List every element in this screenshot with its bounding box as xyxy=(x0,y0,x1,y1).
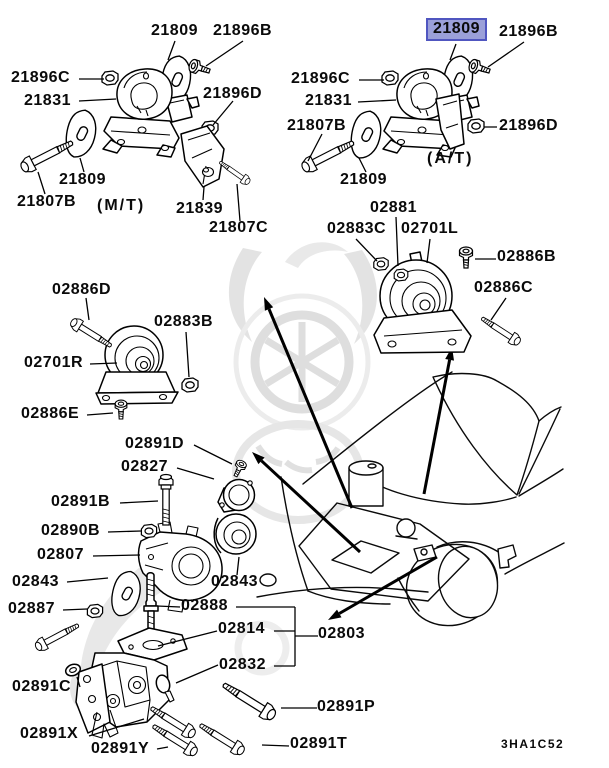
part-label-21807b-at[interactable]: 21807B xyxy=(287,117,347,134)
part-label-02891b[interactable]: 02891B xyxy=(51,493,111,510)
caption-at-transmission: (A/T) xyxy=(427,150,474,167)
part-label-02827[interactable]: 02827 xyxy=(121,458,168,475)
part-label-02891c[interactable]: 02891C xyxy=(12,678,72,695)
part-label-21809-mt-lower[interactable]: 21809 xyxy=(59,171,106,188)
bracket-assembly-02803 xyxy=(64,627,188,739)
part-label-21809-at-lower[interactable]: 21809 xyxy=(340,171,387,188)
part-label-02888[interactable]: 02888 xyxy=(181,597,228,614)
bolt-02886d xyxy=(67,315,115,352)
bolt-02886b xyxy=(458,246,474,269)
at-engine-mount-group xyxy=(298,53,493,176)
mt-gasket-lower xyxy=(62,107,100,161)
diagram-code: 3HA1C52 xyxy=(501,737,565,751)
part-label-21807c[interactable]: 21807C xyxy=(209,219,269,236)
mount-02701l-group xyxy=(373,251,472,354)
part-label-21896b-at[interactable]: 21896B xyxy=(499,23,559,40)
mt-engine-mount-group xyxy=(17,53,253,188)
part-label-02891p[interactable]: 02891P xyxy=(317,698,376,715)
nut-02881 xyxy=(393,268,409,282)
part-label-02891t[interactable]: 02891T xyxy=(290,735,348,752)
part-label-21831-mt[interactable]: 21831 xyxy=(24,92,71,109)
part-label-02881[interactable]: 02881 xyxy=(370,199,417,216)
bolt-02886c xyxy=(478,312,524,349)
part-label-02886c[interactable]: 02886C xyxy=(474,279,534,296)
bolt-02891t xyxy=(195,718,248,759)
bolt-02891p xyxy=(218,677,280,724)
nut-02890b xyxy=(140,523,158,539)
part-label-21809-mt-upper[interactable]: 21809 xyxy=(151,22,198,39)
part-label-21831-at[interactable]: 21831 xyxy=(305,92,352,109)
part-label-21896b-mt[interactable]: 21896B xyxy=(213,22,273,39)
bolt-02886e xyxy=(114,399,128,420)
at-gasket-lower xyxy=(347,108,385,162)
bolt-02891b xyxy=(158,473,174,526)
part-label-02891x[interactable]: 02891X xyxy=(20,725,79,742)
part-label-02814[interactable]: 02814 xyxy=(218,620,265,637)
car-front-outline xyxy=(256,371,565,627)
part-label-02886e[interactable]: 02886E xyxy=(21,405,80,422)
part-label-02887[interactable]: 02887 xyxy=(8,600,55,617)
part-label-21839[interactable]: 21839 xyxy=(176,200,223,217)
nut-02887 xyxy=(86,603,104,619)
part-label-21896c-at[interactable]: 21896C xyxy=(291,70,351,87)
part-label-02832[interactable]: 02832 xyxy=(219,656,266,673)
part-label-02883c[interactable]: 02883C xyxy=(327,220,387,237)
bolt-lower-left xyxy=(32,618,82,654)
part-label-02891d[interactable]: 02891D xyxy=(125,435,185,452)
part-label-21809-at-selected[interactable]: 21809 xyxy=(426,18,487,41)
part-label-21807b-mt[interactable]: 21807B xyxy=(17,193,77,210)
part-label-21896c-mt[interactable]: 21896C xyxy=(11,69,71,86)
caption-mt-transmission: (M/T) xyxy=(97,197,146,214)
part-label-02807[interactable]: 02807 xyxy=(37,546,84,563)
mt-nut-21896c xyxy=(101,70,119,86)
part-label-21896d-at[interactable]: 21896D xyxy=(499,117,559,134)
part-label-02843-right[interactable]: 02843 xyxy=(211,573,258,590)
part-label-02883b[interactable]: 02883B xyxy=(154,313,214,330)
part-label-02803[interactable]: 02803 xyxy=(318,625,365,642)
nut-02883b xyxy=(181,377,199,393)
group-bracket-02803 xyxy=(236,606,318,667)
location-arrows xyxy=(252,297,454,620)
at-nut-21896d xyxy=(467,118,485,134)
at-bolt-21807b xyxy=(298,135,358,176)
part-label-02701r[interactable]: 02701R xyxy=(24,354,84,371)
part-label-21896d-mt[interactable]: 21896D xyxy=(203,85,263,102)
at-nut-21896c xyxy=(381,70,399,86)
mount-02701r-group xyxy=(95,325,179,405)
mt-bolt-21807c xyxy=(216,157,253,187)
roll-stopper-group xyxy=(137,478,257,633)
part-label-02843-left[interactable]: 02843 xyxy=(12,573,59,590)
at-stay-plate xyxy=(435,93,465,150)
mt-bracket-21839 xyxy=(180,125,225,188)
part-label-02886d[interactable]: 02886D xyxy=(52,281,112,298)
part-label-02886b[interactable]: 02886B xyxy=(497,248,557,265)
part-label-02890b[interactable]: 02890B xyxy=(41,522,101,539)
leader-lines xyxy=(37,40,525,750)
part-label-02701l[interactable]: 02701L xyxy=(401,220,459,237)
part-label-02891y[interactable]: 02891Y xyxy=(91,740,150,757)
